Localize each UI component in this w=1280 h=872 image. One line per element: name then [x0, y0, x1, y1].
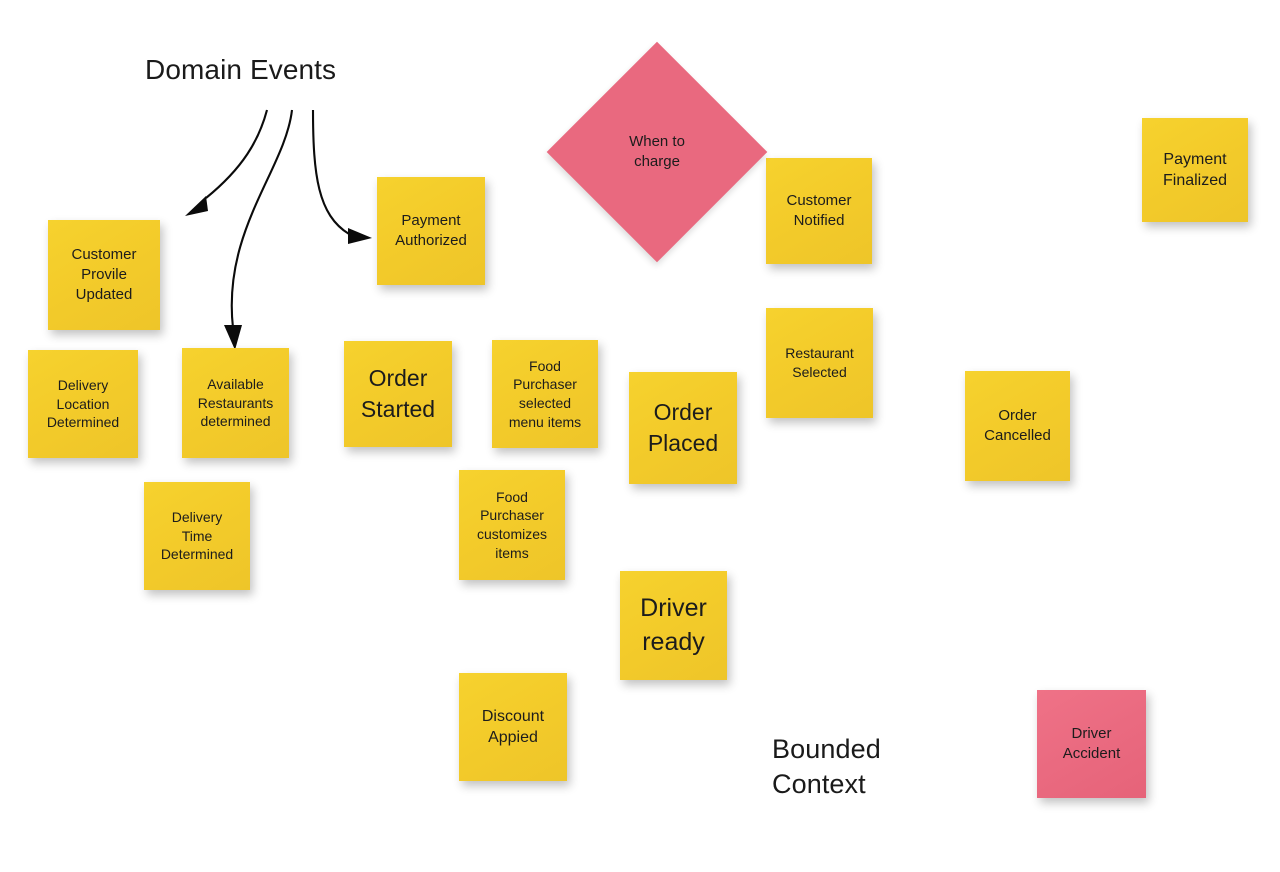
sticky-note-customer-notified[interactable]: Customer Notified — [766, 158, 872, 264]
board-label-bounded-context: Bounded Context — [772, 734, 881, 799]
board-label-domain-events: Domain Events — [145, 54, 337, 85]
sticky-note-food-purchaser-selected-menu-items[interactable]: Food Purchaser selected menu items — [492, 340, 598, 448]
sticky-note-order-placed[interactable]: Order Placed — [629, 372, 737, 484]
sticky-note-label: Order Started — [360, 365, 436, 422]
arrow-head-icon — [348, 228, 372, 244]
sticky-note-label: Customer Provile Updated — [71, 246, 137, 303]
sticky-note-order-started[interactable]: Order Started — [344, 341, 452, 447]
sticky-note-available-restaurants-determined[interactable]: Available Restaurants determined — [182, 348, 289, 458]
sticky-note-label: Food Purchaser customizes items — [476, 488, 548, 561]
arrow-head-icon — [185, 196, 208, 216]
sticky-note-label: Delivery Location Determined — [46, 377, 120, 431]
sticky-note-label: Restaurant Selected — [785, 345, 854, 380]
sticky-note-delivery-location-determined[interactable]: Delivery Location Determined — [28, 350, 138, 458]
sticky-note-label: Order Placed — [647, 399, 719, 456]
sticky-note-food-purchaser-customizes-items[interactable]: Food Purchaser customizes items — [459, 470, 565, 580]
sticky-note-payment-finalized[interactable]: Payment Finalized — [1142, 118, 1248, 222]
sticky-note-label: Discount Appied — [481, 707, 545, 746]
arrow-head-icon — [224, 325, 242, 350]
arrow-to-payment-authorized — [311, 109, 372, 244]
sticky-note-label: Payment Authorized — [395, 212, 467, 249]
diamond-when-to-charge[interactable]: When to charge — [546, 41, 768, 263]
sticky-note-label: Driver ready — [640, 594, 707, 656]
sticky-note-delivery-time-determined[interactable]: Delivery Time Determined — [144, 482, 250, 590]
arrow-to-available-restaurants — [224, 109, 294, 350]
sticky-note-driver-accident[interactable]: Driver Accident — [1037, 690, 1146, 798]
sticky-note-discount-appied[interactable]: Discount Appied — [459, 673, 567, 781]
sticky-note-label: Driver Accident — [1062, 725, 1121, 762]
sticky-note-label: Available Restaurants determined — [197, 376, 274, 430]
sticky-note-label: Order Cancelled — [984, 407, 1051, 444]
sticky-note-label: Delivery Time Determined — [160, 509, 234, 563]
sticky-note-restaurant-selected[interactable]: Restaurant Selected — [766, 308, 873, 418]
sticky-note-order-cancelled[interactable]: Order Cancelled — [965, 371, 1070, 481]
sticky-note-payment-authorized[interactable]: Payment Authorized — [377, 177, 485, 285]
sticky-note-label: Payment Finalized — [1162, 150, 1228, 189]
diamond-label: When to charge — [629, 133, 685, 170]
arrow-to-customer-provile-updated — [185, 109, 269, 216]
sticky-note-label: Customer Notified — [786, 192, 852, 229]
sticky-note-label: Food Purchaser selected menu items — [508, 357, 582, 430]
sticky-note-driver-ready[interactable]: Driver ready — [620, 571, 727, 680]
sticky-note-customer-provile-updated[interactable]: Customer Provile Updated — [48, 220, 160, 330]
